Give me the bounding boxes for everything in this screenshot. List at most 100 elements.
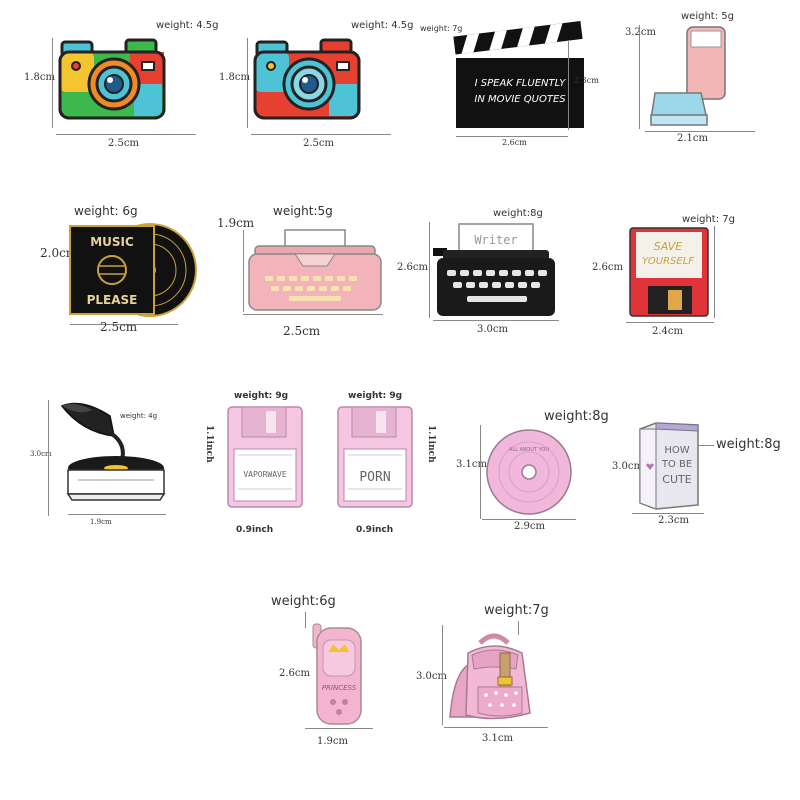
weight-label: weight: 9g [234, 391, 289, 401]
width-label: 1.9cm [90, 518, 112, 526]
height-dimension-line [243, 230, 244, 312]
pin-music-please-vinyl: weight: 6g 2.0cm MUSIC PLEASE 2.5cm [38, 200, 208, 340]
height-label: 2.6cm [397, 262, 428, 273]
weight-label: weight:8g [493, 208, 543, 219]
floppy-label-line2: YOURSELF [642, 256, 694, 267]
height-label: 1.1inch [426, 425, 436, 463]
weight-label: weight: 7g [682, 214, 735, 225]
height-dimension-line [480, 425, 481, 519]
weight-label: weight: 6g [74, 204, 138, 218]
weight-label: weight:8g [544, 409, 609, 424]
height-label: 1.8cm [24, 72, 55, 83]
pin-how-to-be-cute-book: weight:8g 3.0cm HOW TO BE CUTE 2.3cm [610, 405, 798, 535]
weight-label: weight:8g [716, 437, 781, 452]
width-label: 3.1cm [482, 733, 513, 744]
pin-porn-floppy: weight: 9g PORN 1.1inch 0.9inch [318, 385, 448, 545]
record-sleeve-line2: PLEASE [87, 293, 138, 307]
floppy-label-text: VAPORWAVE [243, 470, 287, 479]
width-label: 2.4cm [652, 326, 683, 337]
floppy-disk-icon: PORN [337, 406, 413, 508]
width-label: 0.9inch [356, 525, 394, 535]
floppy-label-line1: SAVE [654, 240, 682, 253]
pin-clapperboard: weight: 7g I SPEAK FLUENTLY IN MOVIE QUO… [418, 10, 608, 150]
book-title-line3: CUTE [662, 473, 691, 486]
clapperboard-line2: IN MOVIE QUOTES [474, 94, 566, 105]
typewriter-icon: Writer [433, 223, 555, 316]
width-dimension-line [433, 320, 559, 321]
width-dimension-line [632, 513, 704, 514]
width-dimension-line [70, 324, 178, 325]
pin-save-yourself-floppy: weight: 7g 2.6cm SAVE YOURSELF 2.4cm [590, 200, 790, 340]
height-dimension-line [52, 38, 53, 128]
inhaler-icon [650, 26, 726, 126]
weight-pointer-line [305, 612, 306, 628]
weight-label: weight:5g [273, 204, 333, 218]
height-label: 3.2cm [625, 27, 656, 38]
height-dimension-line [247, 38, 248, 128]
weight-label: weight: 4.5g [156, 20, 219, 31]
height-dimension-line [442, 625, 443, 725]
weight-label: weight: 9g [348, 391, 403, 401]
height-dimension-line [48, 400, 49, 516]
floppy-disk-icon: SAVE YOURSELF [629, 227, 709, 317]
cd-disc-icon: ALL ABOUT YOU [486, 429, 572, 515]
pin-vaporwave-floppy: weight: 9g 1.1inch VAPORWAVE 0.9inch [200, 385, 312, 545]
width-dimension-line [68, 514, 166, 515]
book-title-line1: HOW [664, 445, 689, 456]
floppy-disk-icon: VAPORWAVE [227, 406, 303, 508]
weight-label: weight: 4g [120, 412, 158, 420]
width-dimension-line [444, 727, 548, 728]
weight-pointer-line [518, 621, 519, 635]
height-dimension-line [568, 40, 569, 130]
weight-label: weight: 4.5g [351, 20, 414, 31]
width-dimension-line [482, 519, 576, 520]
weight-label: weight: 5g [681, 11, 734, 22]
width-dimension-line [56, 134, 196, 135]
height-label: 3.0cm [30, 450, 52, 458]
pin-rainbow-camera: weight: 4.5g 1.8cm 2.5cm [20, 10, 219, 149]
record-sleeve-line1: MUSIC [90, 235, 134, 249]
width-dimension-line [645, 131, 755, 132]
height-label: 2.0cm [40, 246, 78, 260]
camera-icon [253, 38, 361, 120]
width-label: 2.5cm [303, 138, 334, 149]
pin-red-camera: weight: 4.5g 1.8cm 2.5cm [215, 10, 415, 149]
height-label: 1.1inch [204, 425, 214, 463]
width-label: 2.1cm [677, 133, 708, 144]
floppy-label-text: PORN [359, 470, 390, 485]
flip-phone-icon: PRINCESS [312, 623, 362, 725]
gramophone-icon [60, 402, 166, 501]
cd-label-text: ALL ABOUT YOU [509, 447, 549, 453]
height-label: 3.0cm [416, 671, 447, 682]
width-label: 2.5cm [108, 138, 139, 149]
width-label: 3.0cm [477, 324, 508, 335]
weight-label: weight:7g [484, 603, 549, 618]
pin-writer-typewriter: weight:8g 2.6cm Writer 3.0cm [395, 200, 595, 340]
book-title-line2: TO BE [661, 459, 692, 470]
width-label: 1.9cm [317, 736, 348, 747]
pin-inhaler: weight: 5g 3.2cm 2.1cm [615, 5, 795, 150]
weight-pointer-line [698, 445, 714, 446]
height-label: 1.8cm [219, 72, 250, 83]
height-label: 2.6cm [592, 262, 623, 273]
width-label: 2.3cm [658, 515, 689, 526]
width-label: 0.9inch [236, 525, 274, 535]
height-label: 1.9cm [217, 216, 255, 230]
clapperboard-line1: I SPEAK FLUENTLY [475, 78, 567, 89]
width-label: 2.5cm [100, 320, 138, 334]
clapperboard-icon: I SPEAK FLUENTLY IN MOVIE QUOTES [453, 21, 584, 128]
width-dimension-line [626, 322, 714, 323]
weight-label: weight:6g [271, 594, 336, 609]
height-dimension-line [639, 25, 640, 129]
height-dimension-line [429, 222, 430, 318]
pin-gramophone: weight: 4g 3.0cm 1.9cm [28, 390, 208, 540]
height-label: 3.0cm [612, 461, 643, 472]
typewriter-icon [248, 229, 382, 311]
pin-pink-cd: weight:8g 3.1cm ALL ABOUT YOU 2.9cm [452, 395, 622, 540]
width-label: 2.6cm [502, 138, 527, 147]
book-icon: HOW TO BE CUTE [639, 422, 699, 510]
width-dimension-line [243, 314, 383, 315]
camera-icon [58, 38, 166, 120]
vinyl-record-icon: MUSIC PLEASE [69, 223, 197, 317]
height-label: 2.3cm [574, 76, 599, 85]
